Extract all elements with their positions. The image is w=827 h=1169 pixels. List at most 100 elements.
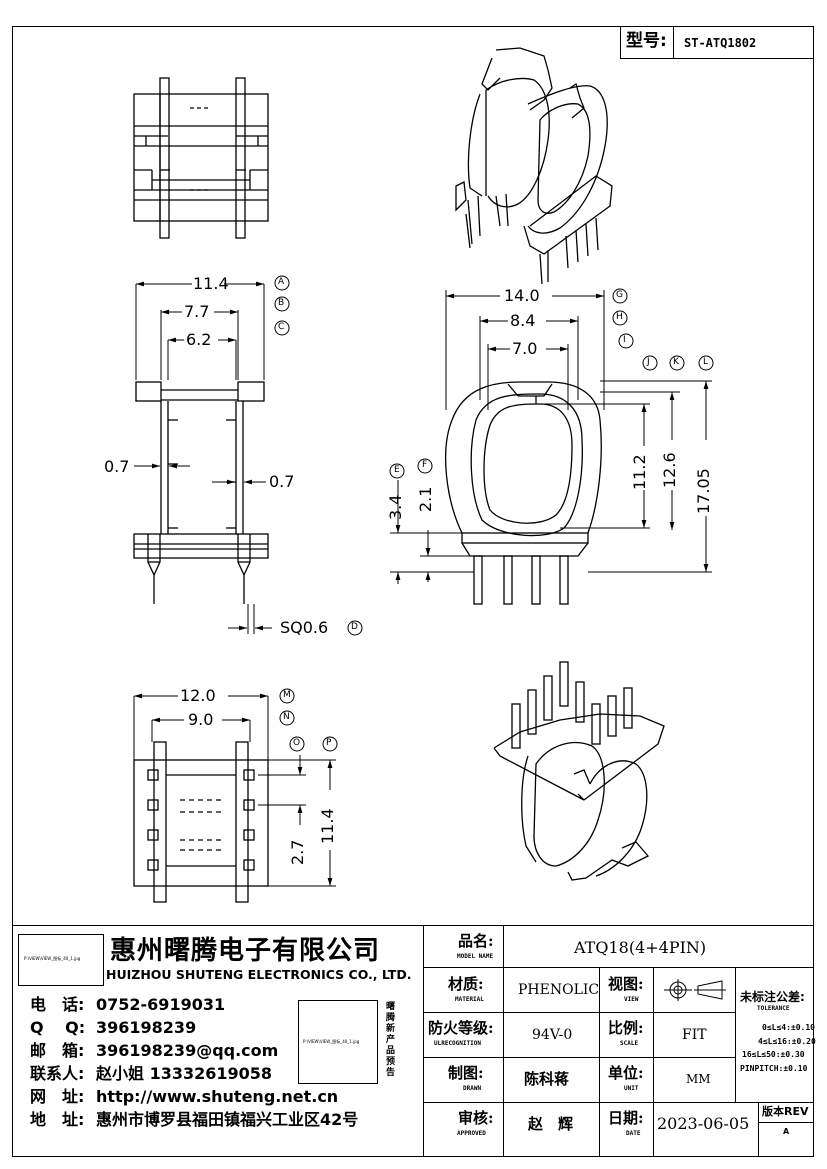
material-label: 材质: <box>448 975 484 993</box>
stamp-text: P:\VIEW\VIEW_图标_40_1.jpg <box>303 1039 360 1044</box>
scale-label: 比例: <box>608 1019 644 1037</box>
flammability-label: 防火等级: <box>428 1019 494 1037</box>
dim-g-value: 14.0 <box>504 286 540 305</box>
dim-f-value: 2.1 <box>416 486 435 512</box>
dim-i-value: 7.0 <box>512 339 538 358</box>
material-value: PHENOLIC <box>518 982 600 998</box>
product-name-label: 品名: <box>458 932 494 950</box>
callout-j: J <box>647 357 650 367</box>
approved-label: 审核: <box>458 1109 494 1127</box>
model-label: 型号: <box>626 31 667 51</box>
product-name-value: ATQ18(4+4PIN) <box>574 938 707 957</box>
unit-value: MM <box>686 1072 711 1086</box>
model-box-divider <box>673 26 675 59</box>
grid-col-5 <box>758 1102 760 1157</box>
grid-row-rev <box>758 1122 814 1124</box>
dim-k-value: 12.6 <box>660 452 679 488</box>
new-product-stamp: P:\VIEW\VIEW_图标_40_1.jpg <box>298 1000 378 1084</box>
callout-e: E <box>394 465 400 475</box>
contact-person-label: 联系人: <box>30 1064 85 1083</box>
tolerance-row-2: 4≤L≤16:±0.20 <box>758 1037 816 1046</box>
approved-sub: APPROVED <box>457 1130 486 1137</box>
company-name-en: HUIZHOU SHUTENG ELECTRONICS CO., LTD. <box>106 967 412 982</box>
callout-g: G <box>616 290 623 300</box>
grid-row-4 <box>423 1102 814 1104</box>
contact-email-label: 邮 箱: <box>30 1041 85 1060</box>
dim-pin-value: SQ0.6 <box>280 618 329 637</box>
bottom-view-drawing <box>133 741 269 903</box>
tolerance-title: 未标注公差: <box>740 990 805 1004</box>
material-sub: MATERIAL <box>455 996 484 1003</box>
contact-website-value: http://www.shuteng.net.cn <box>96 1087 339 1106</box>
approved-value: 赵 辉 <box>528 1115 574 1133</box>
callout-k: K <box>673 357 679 367</box>
isometric-view-top <box>455 47 613 285</box>
dim-h-value: 8.4 <box>510 311 536 330</box>
date-sub: DATE <box>626 1130 641 1137</box>
callout-n: N <box>283 712 290 722</box>
callout-h: H <box>616 312 623 322</box>
revision-value: A <box>783 1127 790 1136</box>
contact-website-label: 网 址: <box>30 1087 85 1106</box>
unit-label: 单位: <box>608 1064 644 1082</box>
drawing-border <box>12 26 814 1157</box>
grid-col-2 <box>599 967 601 1157</box>
scale-value: FIT <box>682 1027 707 1043</box>
stamp-side-text: 曙腾新产品预告 <box>386 1002 396 1078</box>
flammability-sub: ULRECOGNITION <box>434 1040 481 1047</box>
tolerance-row-3: 16≤L≤50:±0.30 <box>742 1050 805 1059</box>
tolerance-sub: TOLERANCE <box>757 1005 790 1012</box>
grid-col-4 <box>735 967 737 1102</box>
dim-c-value: 6.2 <box>186 330 212 349</box>
tolerance-row-1: 0≤L≤4:±0.10 <box>762 1023 815 1032</box>
view-label: 视图: <box>608 975 644 993</box>
side-view-drawing <box>445 381 602 605</box>
tolerance-row-4: PINPITCH:±0.10 <box>740 1064 808 1073</box>
model-number: ST-ATQ1802 <box>684 36 757 50</box>
callout-p: P <box>326 738 332 748</box>
dim-e-value: 3.4 <box>386 494 405 520</box>
contact-address-label: 地 址: <box>30 1110 85 1129</box>
dim-n-value: 9.0 <box>188 710 214 729</box>
callout-d: D <box>351 622 358 632</box>
contact-person-value: 赵小姐 13332619058 <box>96 1064 273 1083</box>
callout-i: I <box>623 335 626 345</box>
contact-qq-value: 396198239 <box>96 1018 197 1037</box>
dim-l-value: 17.05 <box>694 468 713 514</box>
top-view-drawing <box>133 77 269 239</box>
callout-c: C <box>278 322 285 332</box>
callout-a: A <box>278 277 285 287</box>
view-sub: VIEW <box>624 996 639 1003</box>
callout-l: L <box>703 357 709 367</box>
company-name-cn: 惠州曙腾电子有限公司 <box>110 936 381 966</box>
dim-j-value: 11.2 <box>630 454 649 490</box>
product-name-sub: MODEL NAME <box>457 953 494 960</box>
unit-sub: UNIT <box>624 1085 639 1092</box>
grid-row-1 <box>423 967 814 969</box>
company-divider <box>423 925 425 1157</box>
revision-label: 版本REV <box>762 1105 809 1118</box>
dim-o-value: 2.7 <box>288 839 307 865</box>
drawn-value: 陈科蒋 <box>524 1070 570 1088</box>
contact-address-value: 惠州市博罗县福田镇福兴工业区42号 <box>96 1110 359 1129</box>
title-block-top-border <box>12 925 814 927</box>
grid-col-1 <box>503 925 505 1157</box>
callout-b: B <box>278 298 285 308</box>
contact-phone-label: 电 话: <box>30 995 85 1014</box>
drawn-sub: DRAWN <box>463 1085 482 1092</box>
date-label: 日期: <box>608 1109 644 1127</box>
projection-symbol-icon <box>664 979 726 1001</box>
date-value: 2023-06-05 <box>657 1114 750 1133</box>
grid-row-2 <box>423 1012 735 1014</box>
dim-a-value: 11.4 <box>193 274 229 293</box>
dim-wall-right: 0.7 <box>269 472 295 491</box>
front-view-drawing <box>133 381 269 604</box>
company-logo: P:\VIEW\VIEW_图标_40_1.jpg <box>18 934 104 986</box>
model-box <box>620 26 814 59</box>
contact-qq-label: Q Q: <box>30 1018 86 1037</box>
contact-email-value: 396198239@qq.com <box>96 1041 279 1060</box>
dim-wall-left: 0.7 <box>104 457 130 476</box>
dimension-lines <box>133 275 714 887</box>
flammability-value: 94V-0 <box>532 1027 573 1043</box>
